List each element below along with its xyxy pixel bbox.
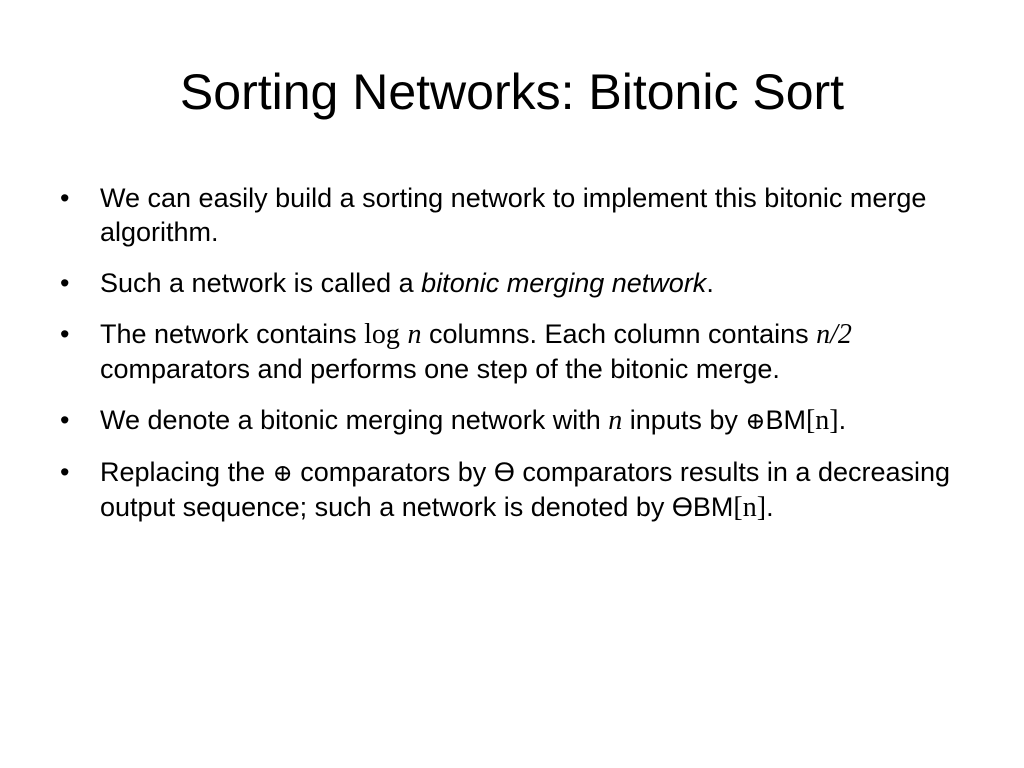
bullet-text: The network contains log n columns. Each… [100,317,960,386]
bullet-text: Replacing the ⊕ comparators by Ө compara… [100,455,960,525]
math-n: n [407,319,422,350]
text-span: comparators and performs one step of the… [100,354,780,384]
bullet-marker: • [60,319,70,349]
bullet-item: • We can easily build a sorting network … [60,181,960,249]
math-log: log [364,319,400,350]
bullet-marker: • [60,268,70,298]
ominus-symbol: Ө [493,457,515,487]
oplus-symbol: ⊕ [272,459,293,487]
bm-label: BM [765,405,806,435]
text-span: The network contains [100,319,365,349]
bullet-text: Such a network is called a bitonic mergi… [100,266,960,300]
text-span: . [766,492,774,522]
text-span: . [706,268,714,298]
bullet-item: • The network contains log n columns. Ea… [60,317,960,386]
emphasis-text: bitonic merging network [421,268,707,298]
text-span: columns. Each column contains [421,319,817,349]
bullet-marker: • [60,183,70,213]
bullet-text: We can easily build a sorting network to… [100,183,927,247]
ominus-symbol: Ө [671,492,693,522]
oplus-symbol: ⊕ [745,407,766,435]
bullet-list: • We can easily build a sorting network … [60,181,960,542]
bm-argument: [n] [805,405,839,436]
bullet-marker: • [60,405,70,435]
text-span: Replacing the [100,457,273,487]
text-span: . [838,405,847,435]
text-span: inputs by [622,405,746,435]
text-span: comparators by [292,457,494,487]
bullet-item: • Replacing the ⊕ comparators by Ө compa… [60,455,960,525]
bullet-text: We denote a bitonic merging network with… [100,403,960,438]
bullet-item: • Such a network is called a bitonic mer… [60,266,960,300]
math-n: n [608,405,623,436]
bullet-item: • We denote a bitonic merging network wi… [60,403,960,438]
text-span: We denote a bitonic merging network with [100,405,609,435]
text-span: Such a network is called a [100,268,422,298]
bm-argument: [n] [733,492,767,523]
bullet-marker: • [60,457,70,487]
text-span: comparators results in a decreasing outp… [100,457,951,522]
math-n-half: n/2 [816,319,852,350]
slide-title: Sorting Networks: Bitonic Sort [179,64,845,120]
bm-label: BM [692,492,734,522]
